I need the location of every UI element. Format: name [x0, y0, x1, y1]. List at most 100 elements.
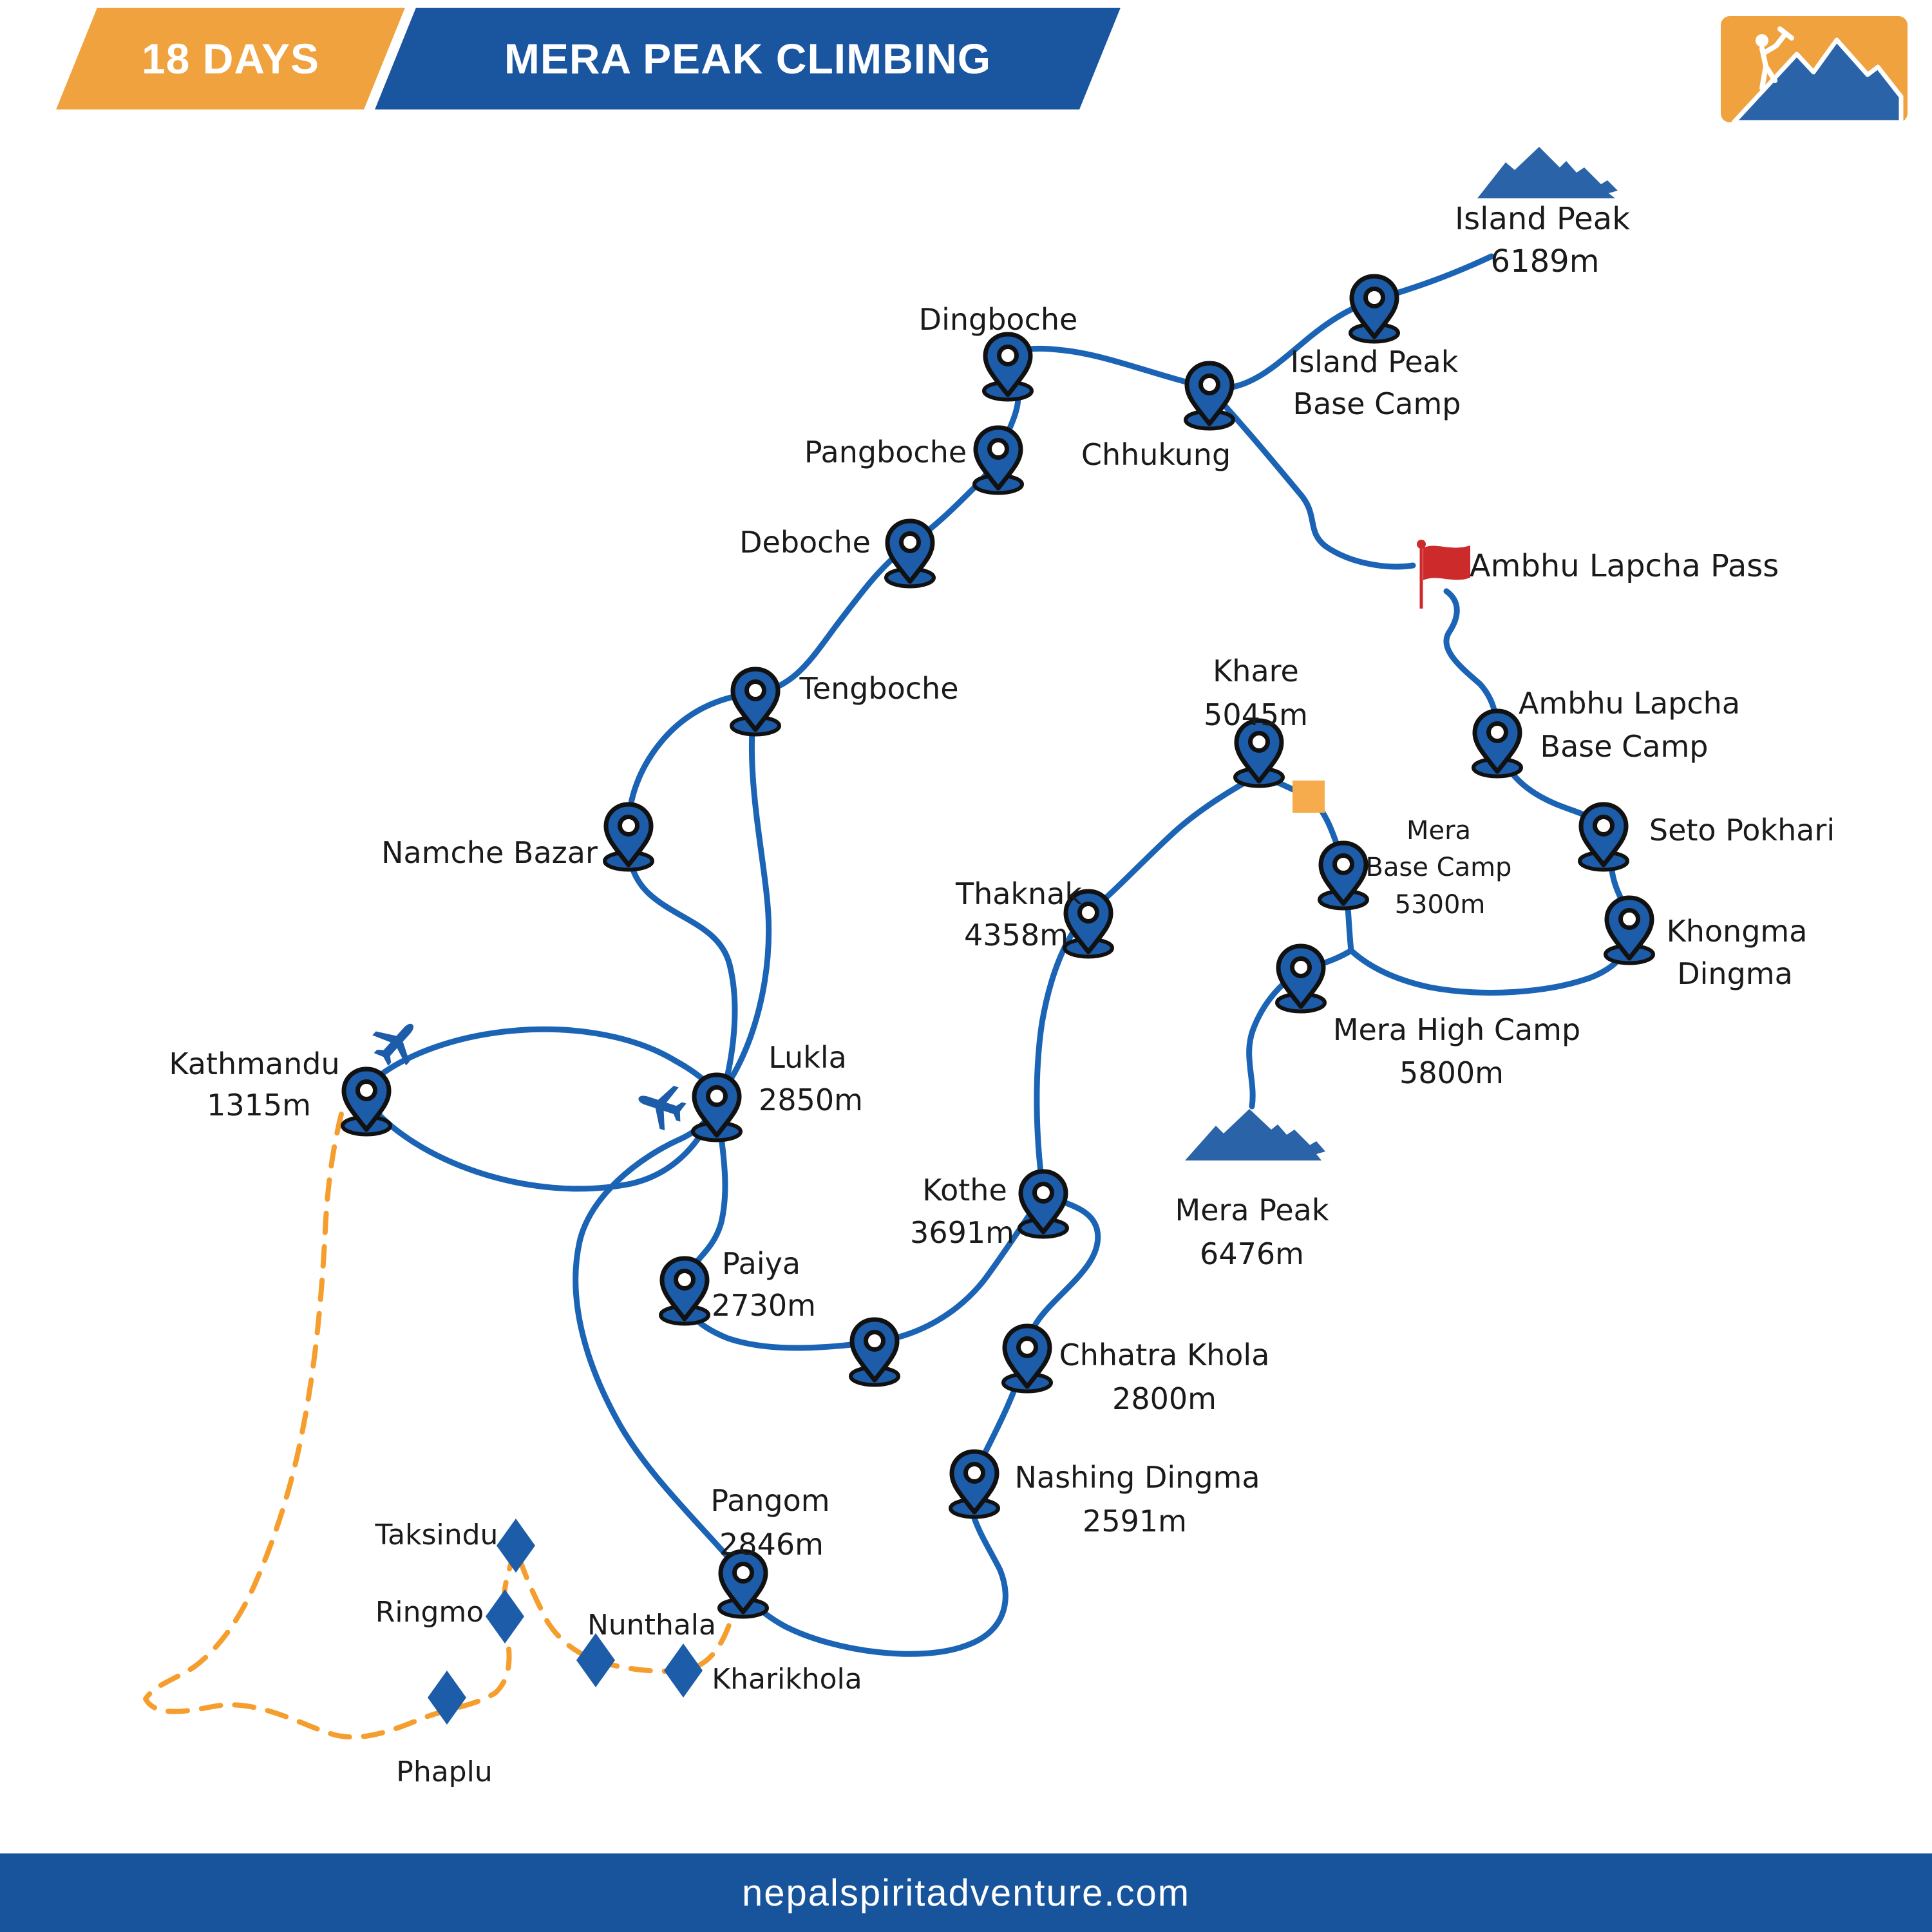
pin-part — [1077, 902, 1099, 923]
pin-paiya — [659, 1256, 710, 1326]
pin-lukla — [691, 1072, 743, 1142]
pin-waypoint — [849, 1317, 900, 1387]
route-lukla-paiya-waypoint — [679, 1095, 1045, 1351]
label-mera-peak-2: 6476m — [1200, 1236, 1304, 1271]
label-paiya-2: 2730m — [712, 1288, 816, 1323]
footer-bar: nepalspiritadventure.com — [0, 1853, 1932, 1932]
label-chhatra-khola-2: 2800m — [1112, 1381, 1217, 1416]
mera-pass-square — [1293, 781, 1325, 813]
label-deboche: Deboche — [739, 525, 871, 560]
flag-part — [1423, 545, 1470, 580]
pin-deboche — [884, 518, 936, 589]
label-khongma-dingma-2: Dingma — [1677, 956, 1793, 991]
label-pangom-2: 2846m — [719, 1527, 824, 1562]
label-kharikhola: Kharikhola — [712, 1663, 862, 1696]
pin-part — [997, 345, 1019, 366]
label-nashing-dingma-1: Nashing Dingma — [1014, 1460, 1260, 1495]
diamond-taksindu — [497, 1519, 535, 1573]
trail-kathmandu-phaplu-pangom-dashed — [143, 1112, 746, 1740]
label-mera-high-camp-2: 5800m — [1399, 1056, 1504, 1090]
logo-climber-icon — [1756, 26, 1794, 91]
pin-part — [1290, 956, 1312, 978]
route-loop-east-strand — [723, 691, 772, 1090]
pin-part — [1198, 374, 1220, 395]
pin-tengboche — [730, 667, 781, 737]
airplane-lukla — [638, 1085, 687, 1131]
pin-part — [1593, 815, 1615, 837]
label-kathmandu-2: 1315m — [207, 1088, 311, 1122]
label-khare-1: Khare — [1213, 654, 1299, 688]
label-dingboche: Dingboche — [919, 302, 1078, 337]
diamond-kharikhola — [664, 1643, 703, 1698]
pin-nashing-dingma — [949, 1449, 1000, 1519]
diamond-phaplu — [428, 1671, 466, 1725]
route-pangom-west-arc-lukla — [573, 1094, 746, 1578]
pin-part — [963, 1462, 985, 1484]
label-pangboche: Pangboche — [804, 435, 967, 469]
pin-kathmandu — [341, 1066, 392, 1137]
label-nunthala: Nunthala — [587, 1609, 716, 1642]
page-title: MERA PEAK CLIMBING — [504, 35, 992, 82]
days-label: 18 DAYS — [141, 35, 320, 82]
route-khare-thaknak-kothe — [1034, 772, 1262, 1196]
label-kothe-1: Kothe — [922, 1173, 1007, 1208]
label-tengboche: Tengboche — [799, 671, 958, 706]
label-mera-peak-1: Mera Peak — [1175, 1193, 1329, 1227]
label-seto-pokhari: Seto Pokhari — [1649, 813, 1835, 848]
pin-part — [732, 1562, 754, 1584]
pin-part — [899, 531, 921, 553]
pin-island-peak-base-camp — [1349, 274, 1400, 344]
label-thaknak-2: 4358m — [964, 918, 1068, 952]
pin-pangboche — [972, 425, 1024, 495]
label-mera-bc-3: 5300m — [1395, 890, 1486, 920]
pin-namche-bazar — [603, 802, 654, 872]
pin-part — [1248, 731, 1270, 753]
pin-part — [706, 1085, 728, 1107]
diamond-nunthala — [576, 1633, 615, 1687]
label-namche-bazar: Namche Bazar — [381, 835, 598, 870]
label-pangom-1: Pangom — [710, 1483, 829, 1518]
route-pass-to-merajunction — [1348, 588, 1634, 996]
pin-part — [1016, 1336, 1038, 1358]
label-lukla-1: Lukla — [768, 1040, 847, 1075]
pin-khongma-dingma — [1604, 895, 1655, 965]
pin-pangom — [717, 1549, 769, 1619]
pin-part — [987, 438, 1009, 460]
label-taksindu: Taksindu — [375, 1519, 498, 1551]
label-mera-high-camp-1: Mera High Camp — [1333, 1012, 1580, 1047]
island-peak-mountain — [1477, 147, 1618, 198]
label-phaplu: Phaplu — [396, 1756, 492, 1788]
label-ambhu-lapcha-bc-2: Base Camp — [1540, 729, 1709, 764]
pin-dingboche — [982, 332, 1034, 402]
label-paiya-1: Paiya — [722, 1246, 800, 1281]
mera-peak-mountain — [1185, 1109, 1325, 1160]
climber-mountain-logo-icon — [1721, 16, 1908, 125]
label-nashing-dingma-2: 2591m — [1083, 1504, 1187, 1539]
label-khare-2: 5045m — [1204, 697, 1308, 732]
label-ambhu-lapcha-bc-1: Ambhu Lapcha — [1519, 686, 1740, 721]
website-url: nepalspiritadventure.com — [741, 1871, 1191, 1914]
pin-mera-base-camp — [1318, 840, 1369, 911]
pin-part — [744, 679, 766, 701]
label-island-peak-bc-2: Base Camp — [1293, 386, 1461, 421]
pin-part — [1618, 908, 1640, 930]
label-kothe-2: 3691m — [910, 1215, 1014, 1250]
pin-thaknak — [1063, 889, 1114, 959]
ambhu-lapcha-pass-flag — [1417, 540, 1470, 609]
flight-arc-upper — [365, 1026, 721, 1099]
route-chhukung-to-pass — [1208, 387, 1416, 570]
pin-kothe — [1018, 1169, 1069, 1239]
label-island-peak-2: 6189m — [1491, 243, 1600, 279]
pin-mera-high-camp — [1275, 943, 1327, 1014]
label-thaknak-1: Thaknak — [955, 876, 1082, 911]
pin-part — [864, 1330, 886, 1352]
pin-part — [1363, 287, 1385, 308]
label-ringmo: Ringmo — [375, 1596, 484, 1629]
label-mera-bc-1: Mera — [1406, 816, 1471, 846]
flag-part — [1417, 540, 1426, 549]
route-khare-square-merabc — [1257, 772, 1354, 954]
airplane-kathmandu — [372, 1023, 413, 1066]
pin-chhukung — [1184, 361, 1235, 431]
pin-chhatra-khola — [1001, 1323, 1053, 1394]
